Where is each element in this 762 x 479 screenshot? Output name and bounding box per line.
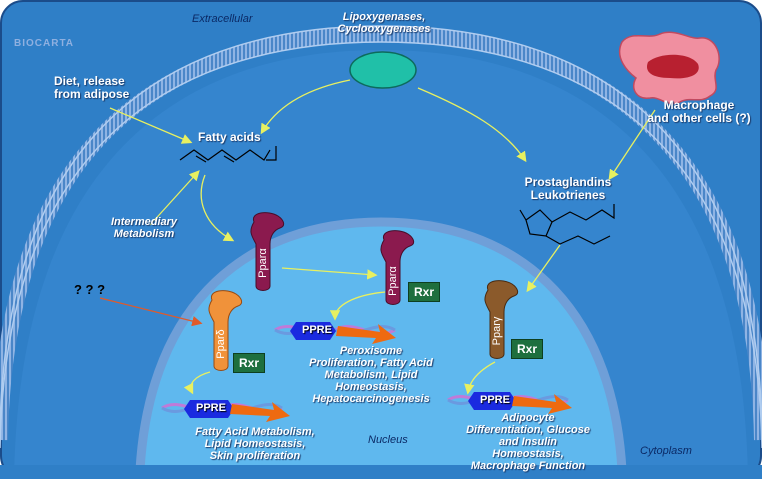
dna-strand-alpha	[274, 322, 396, 344]
diet-line-1: Diet, release	[54, 74, 125, 88]
prostaglandin-structure	[519, 204, 615, 245]
fatty-acid-structure	[179, 146, 277, 163]
intermediary-label: Intermediary Metabolism	[104, 216, 184, 240]
prostaglandins-line-1: Prostaglandins	[524, 175, 612, 189]
outcome-delta: Fatty Acid Metabolism, Lipid Homeostasis…	[190, 426, 320, 462]
rxr-box-alpha: Rxr	[408, 282, 440, 302]
enzymes-line-2: Cyclooxygenases	[337, 23, 431, 35]
cytoplasm-label: Cytoplasm	[640, 445, 692, 457]
diet-line-2: from adipose	[54, 87, 130, 101]
outcome-delta-line-2: Lipid Homeostasis,	[204, 438, 306, 450]
intermediary-line-2: Metabolism	[113, 228, 175, 240]
outcome-gamma-line-5: Macrophage Function	[470, 460, 586, 472]
macrophage-label: Macrophage and other cells (?)	[644, 99, 754, 125]
ppar-gamma-label: Pparγ	[491, 316, 503, 346]
biocarta-logo: BIOCARTA	[14, 38, 75, 49]
prostaglandins-line-2: Leukotrienes	[530, 188, 606, 202]
outcome-alpha-line-3: Metabolism, Lipid	[324, 369, 418, 381]
rxr-box-gamma: Rxr	[511, 339, 543, 359]
ppar-alpha-receptor	[250, 212, 285, 291]
unknown-ligand-arrow	[99, 297, 203, 327]
intermediary-line-1: Intermediary	[110, 216, 178, 228]
diet-label: Diet, release from adipose	[54, 75, 129, 101]
ppar-delta-label: Pparδ	[215, 329, 227, 359]
macrophage-line-2: and other cells (?)	[647, 111, 751, 125]
outcome-alpha-line-4: Homeostasis,	[335, 381, 407, 393]
ppre-label-alpha: PPRE	[302, 324, 332, 336]
unknown-ligand-label: ? ? ?	[74, 282, 106, 297]
prostaglandins-label: Prostaglandins Leukotrienes	[522, 176, 614, 202]
cell-membrane	[0, 25, 762, 441]
outcome-delta-line-3: Skin proliferation	[209, 450, 301, 462]
outcome-gamma-line-1: Adipocyte	[501, 412, 555, 424]
outcome-gamma: Adipocyte Differentiation, Glucose and I…	[458, 412, 598, 472]
outcome-alpha-line-5: Hepatocarcinogenesis	[312, 393, 430, 405]
outcome-alpha: Peroxisome Proliferation, Fatty Acid Met…	[296, 345, 446, 405]
nucleus-label: Nucleus	[368, 434, 408, 446]
ppre-label-delta: PPRE	[196, 402, 226, 414]
ppar-gamma-receptor	[484, 280, 519, 359]
dna-strand-delta	[161, 400, 290, 422]
outcome-alpha-line-1: Peroxisome	[339, 345, 403, 357]
outcome-gamma-line-3: and Insulin	[498, 436, 558, 448]
enzymes-label: Lipoxygenases, Cyclooxygenases	[322, 11, 446, 35]
extracellular-label: Extracellular	[192, 13, 253, 25]
dna-strand-gamma	[447, 392, 572, 414]
ppar-alpha-nuclear-receptor	[380, 230, 415, 305]
enzymes-line-1: Lipoxygenases,	[342, 11, 426, 23]
outcome-gamma-line-4: Homeostasis,	[492, 448, 564, 460]
outcome-gamma-line-2: Differentiation, Glucose	[466, 424, 590, 436]
fatty-acids-label: Fatty acids	[198, 130, 261, 144]
outcome-alpha-line-2: Proliferation, Fatty Acid	[309, 357, 433, 369]
ppre-label-gamma: PPRE	[480, 394, 510, 406]
ppar-alpha-nuclear-label: Pparα	[387, 266, 399, 296]
enzyme-oval	[349, 51, 417, 89]
ppar-alpha-label: Pparα	[257, 248, 269, 278]
rxr-box-delta: Rxr	[233, 353, 265, 373]
macrophage-line-1: Macrophage	[663, 98, 735, 112]
ppar-delta-receptor	[208, 290, 243, 371]
outcome-delta-line-1: Fatty Acid Metabolism,	[195, 426, 315, 438]
